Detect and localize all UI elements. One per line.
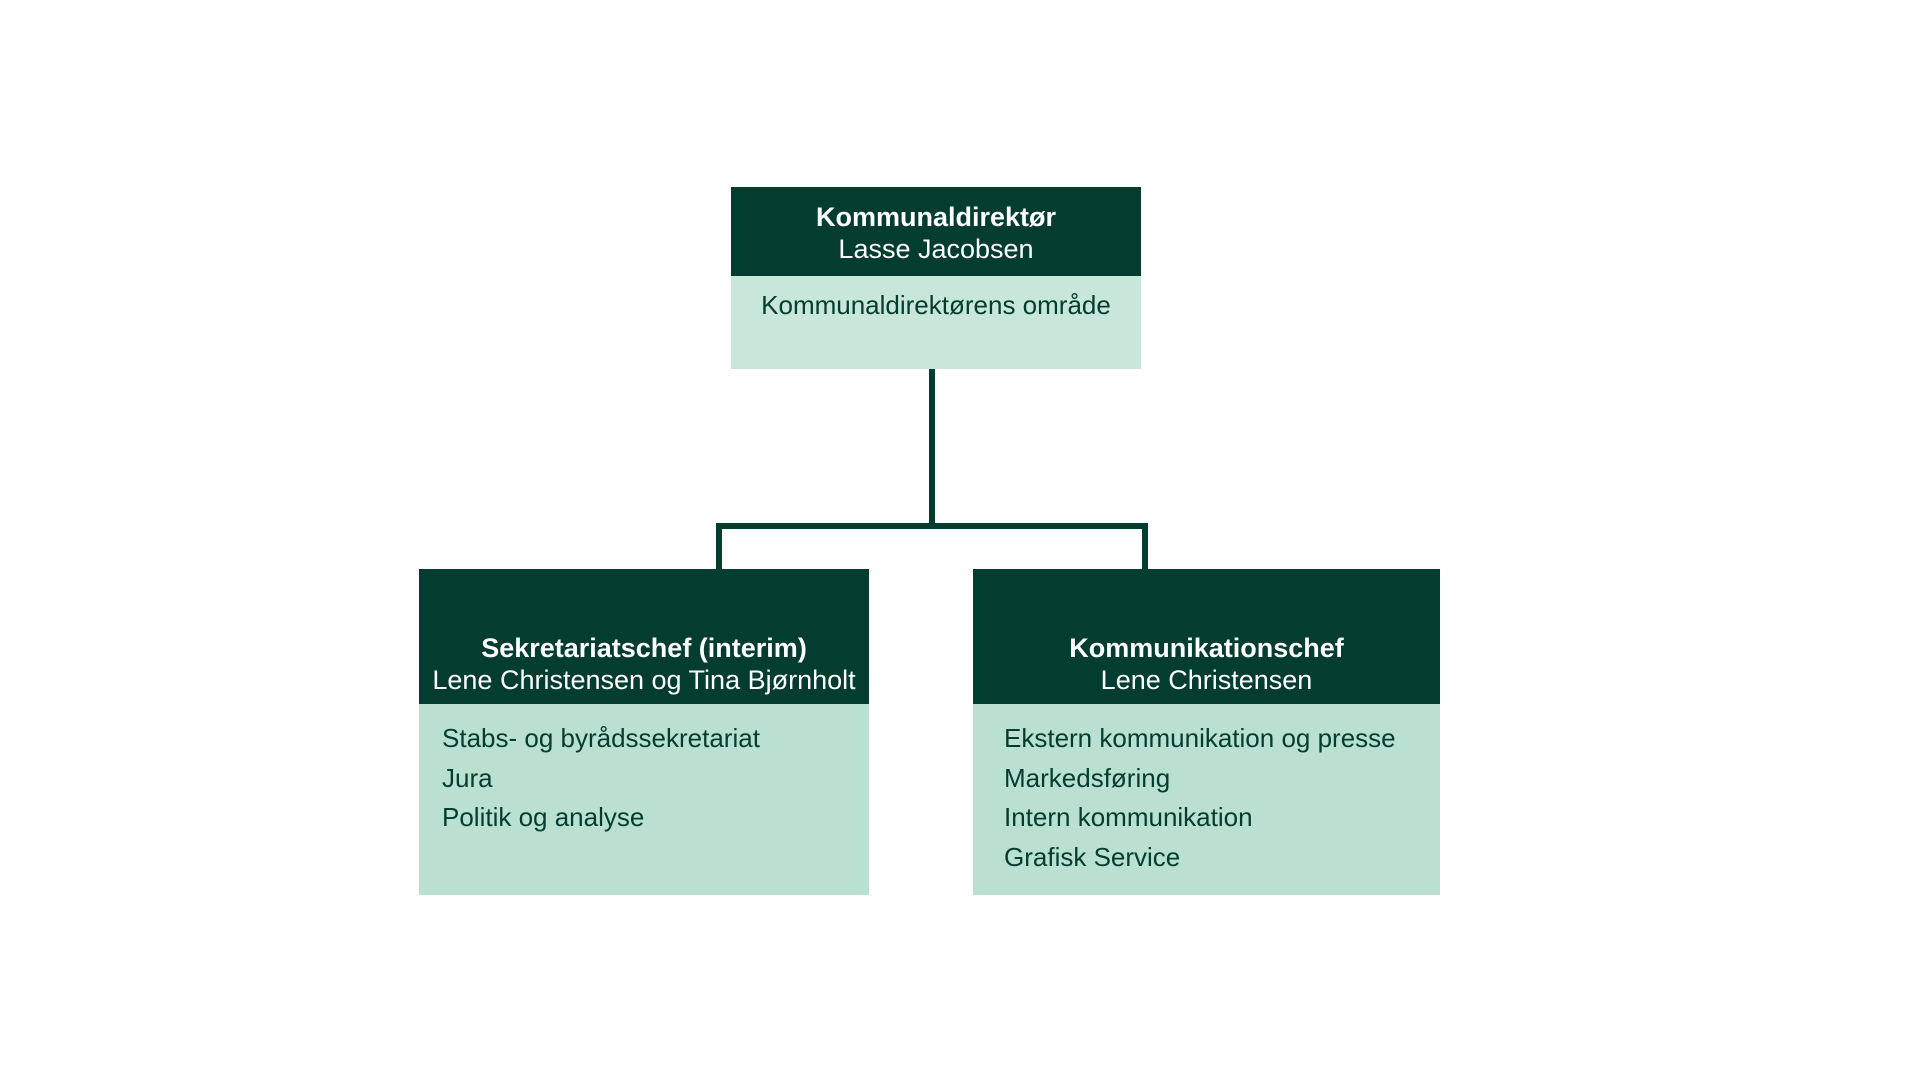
org-box-kommunikationschef: Kommunikationschef Lene Christensen Ekst… (973, 569, 1440, 895)
list-item: Politik og analyse (442, 802, 645, 832)
box-body: Stabs- og byrådssekretariat Jura Politik… (419, 704, 869, 895)
box-header: Kommunikationschef Lene Christensen (973, 569, 1440, 704)
box-body: Kommunaldirektørens område (731, 276, 1141, 369)
box-body: Ekstern kommunikation og presse Markedsf… (973, 704, 1440, 895)
list-item: Markedsføring (1004, 762, 1171, 793)
role-title: Kommunaldirektør (815, 201, 1057, 232)
org-box-kommunaldirektoer: Kommunaldirektør Lasse Jacobsen Kommunal… (731, 187, 1141, 369)
connector-vertical (929, 369, 935, 528)
box-header: Kommunaldirektør Lasse Jacobsen (731, 187, 1141, 276)
connector-right-drop (1142, 523, 1148, 569)
connector-horizontal (716, 523, 1148, 529)
list-item: Grafisk Service (1004, 841, 1181, 872)
box-header: Sekretariatschef (interim) Lene Christen… (419, 569, 869, 704)
person-name: Lasse Jacobsen (838, 233, 1034, 264)
org-box-sekretariatschef: Sekretariatschef (interim) Lene Christen… (419, 569, 869, 895)
person-name: Lene Christensen og Tina Bjørnholt (432, 665, 856, 695)
area-label: Kommunaldirektørens område (761, 290, 1111, 320)
role-title: Kommunikationschef (1069, 633, 1344, 663)
person-name: Lene Christensen (1100, 665, 1313, 695)
connector-left-drop (716, 523, 722, 569)
list-item: Intern kommunikation (1004, 802, 1253, 832)
list-item: Stabs- og byrådssekretariat (442, 723, 760, 753)
list-item: Jura (442, 762, 493, 793)
role-title: Sekretariatschef (interim) (481, 633, 807, 663)
list-item: Ekstern kommunikation og presse (1004, 723, 1396, 753)
